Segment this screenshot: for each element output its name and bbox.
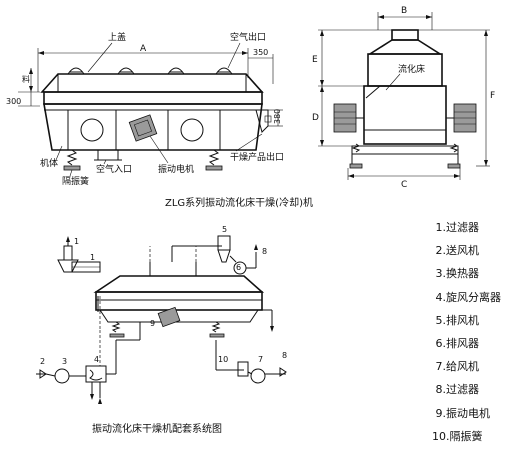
legend-item-number: 7. xyxy=(435,360,447,374)
cover-label: 上盖 xyxy=(108,31,126,43)
legend-item: 4.旋风分离器 xyxy=(432,286,528,309)
legend-item-name: 送风机 xyxy=(446,244,479,258)
legend-item-name: 给风机 xyxy=(446,360,479,374)
legend-item-number: 1. xyxy=(435,221,447,234)
dim-a-label: A xyxy=(140,44,147,54)
legend-item: 8.过滤器 xyxy=(432,378,528,401)
legend-item-number: 2. xyxy=(435,244,447,258)
air-outlet-label: 空气出口 xyxy=(230,31,266,43)
legend-item-name: 过滤器 xyxy=(446,221,479,234)
legend-item-number: 5. xyxy=(435,313,447,327)
dim-b-label: B xyxy=(401,6,407,16)
schematic-vibration-motor xyxy=(157,306,181,328)
num-1: 1 xyxy=(74,237,79,246)
num-1b: 1 xyxy=(90,253,95,262)
dim-380-label: 380 xyxy=(273,109,282,124)
legend-item-name: 振动电机 xyxy=(446,406,490,420)
legend-item: 9.振动电机 xyxy=(432,402,528,425)
legend-item-number: 9. xyxy=(435,406,447,420)
legend-item-number: 4. xyxy=(435,290,447,304)
caption-bottom: 振动流化床干燥机配套系统图 xyxy=(92,422,222,435)
dim-300-label: 300 xyxy=(6,97,21,106)
num-10: 10 xyxy=(218,355,228,364)
legend-item-number: 10. xyxy=(432,429,450,443)
legend-item-name: 隔振簧 xyxy=(449,429,483,443)
system-schematic: 1 1 5 6 8 9 xyxy=(36,225,287,404)
legend-item-name: 排风器 xyxy=(446,336,479,350)
num-9: 9 xyxy=(150,319,155,328)
exhaust-arrow-label: 8 xyxy=(262,247,267,256)
legend-item-name: 旋风分离器 xyxy=(446,290,501,304)
num-3: 3 xyxy=(62,357,67,366)
side-view: B 流化床 xyxy=(312,6,495,190)
legend-item-name: 过滤器 xyxy=(446,383,479,397)
legend-item: 7.给风机 xyxy=(432,355,528,378)
dim-e-label: E xyxy=(312,55,318,65)
num-7: 7 xyxy=(258,355,263,364)
num-6: 6 xyxy=(236,263,241,272)
legend-item-number: 6. xyxy=(435,336,447,350)
dim-f-label: F xyxy=(490,91,495,101)
dim-350-label: 350 xyxy=(253,48,268,57)
legend-item-number: 8. xyxy=(435,383,447,397)
bed-label: 流化床 xyxy=(398,63,425,75)
legend-item: 6.排风器 xyxy=(432,332,528,355)
num-4: 4 xyxy=(94,355,99,364)
legend-item: 10.隔振簧 xyxy=(432,425,528,448)
body-label: 机体 xyxy=(40,157,58,169)
legend-item-name: 换热器 xyxy=(446,267,479,281)
vibration-motor-label: 振动电机 xyxy=(158,163,194,175)
legend-item-number: 3. xyxy=(435,267,447,281)
isolation-springs xyxy=(63,149,223,171)
num-8: 8 xyxy=(282,351,287,360)
num-5: 5 xyxy=(222,225,227,234)
vibration-motor xyxy=(128,114,158,142)
legend-item: 1.过滤器 xyxy=(432,216,528,239)
dim-c-label: C xyxy=(401,180,407,190)
num-2: 2 xyxy=(40,357,45,366)
feed-label: 料 xyxy=(22,74,30,84)
legend-item-name: 排风机 xyxy=(446,313,479,327)
dim-d-label: D xyxy=(312,113,319,123)
cover-vents xyxy=(67,67,233,75)
legend-item: 3.换热器 xyxy=(432,262,528,285)
air-inlet-label: 空气入口 xyxy=(96,163,132,175)
isolation-spring-label: 隔振簧 xyxy=(62,175,89,187)
side-motor-left xyxy=(333,103,364,133)
legend-item: 5.排风机 xyxy=(432,309,528,332)
legend-item: 2.送风机 xyxy=(432,239,528,262)
caption-top: ZLG系列振动流化床干燥(冷却)机 xyxy=(165,196,313,209)
side-motor-right xyxy=(446,103,477,133)
product-outlet-label: 干燥产品出口 xyxy=(230,151,284,163)
front-view: A 350 料 300 上盖 空气出口 xyxy=(6,31,284,187)
